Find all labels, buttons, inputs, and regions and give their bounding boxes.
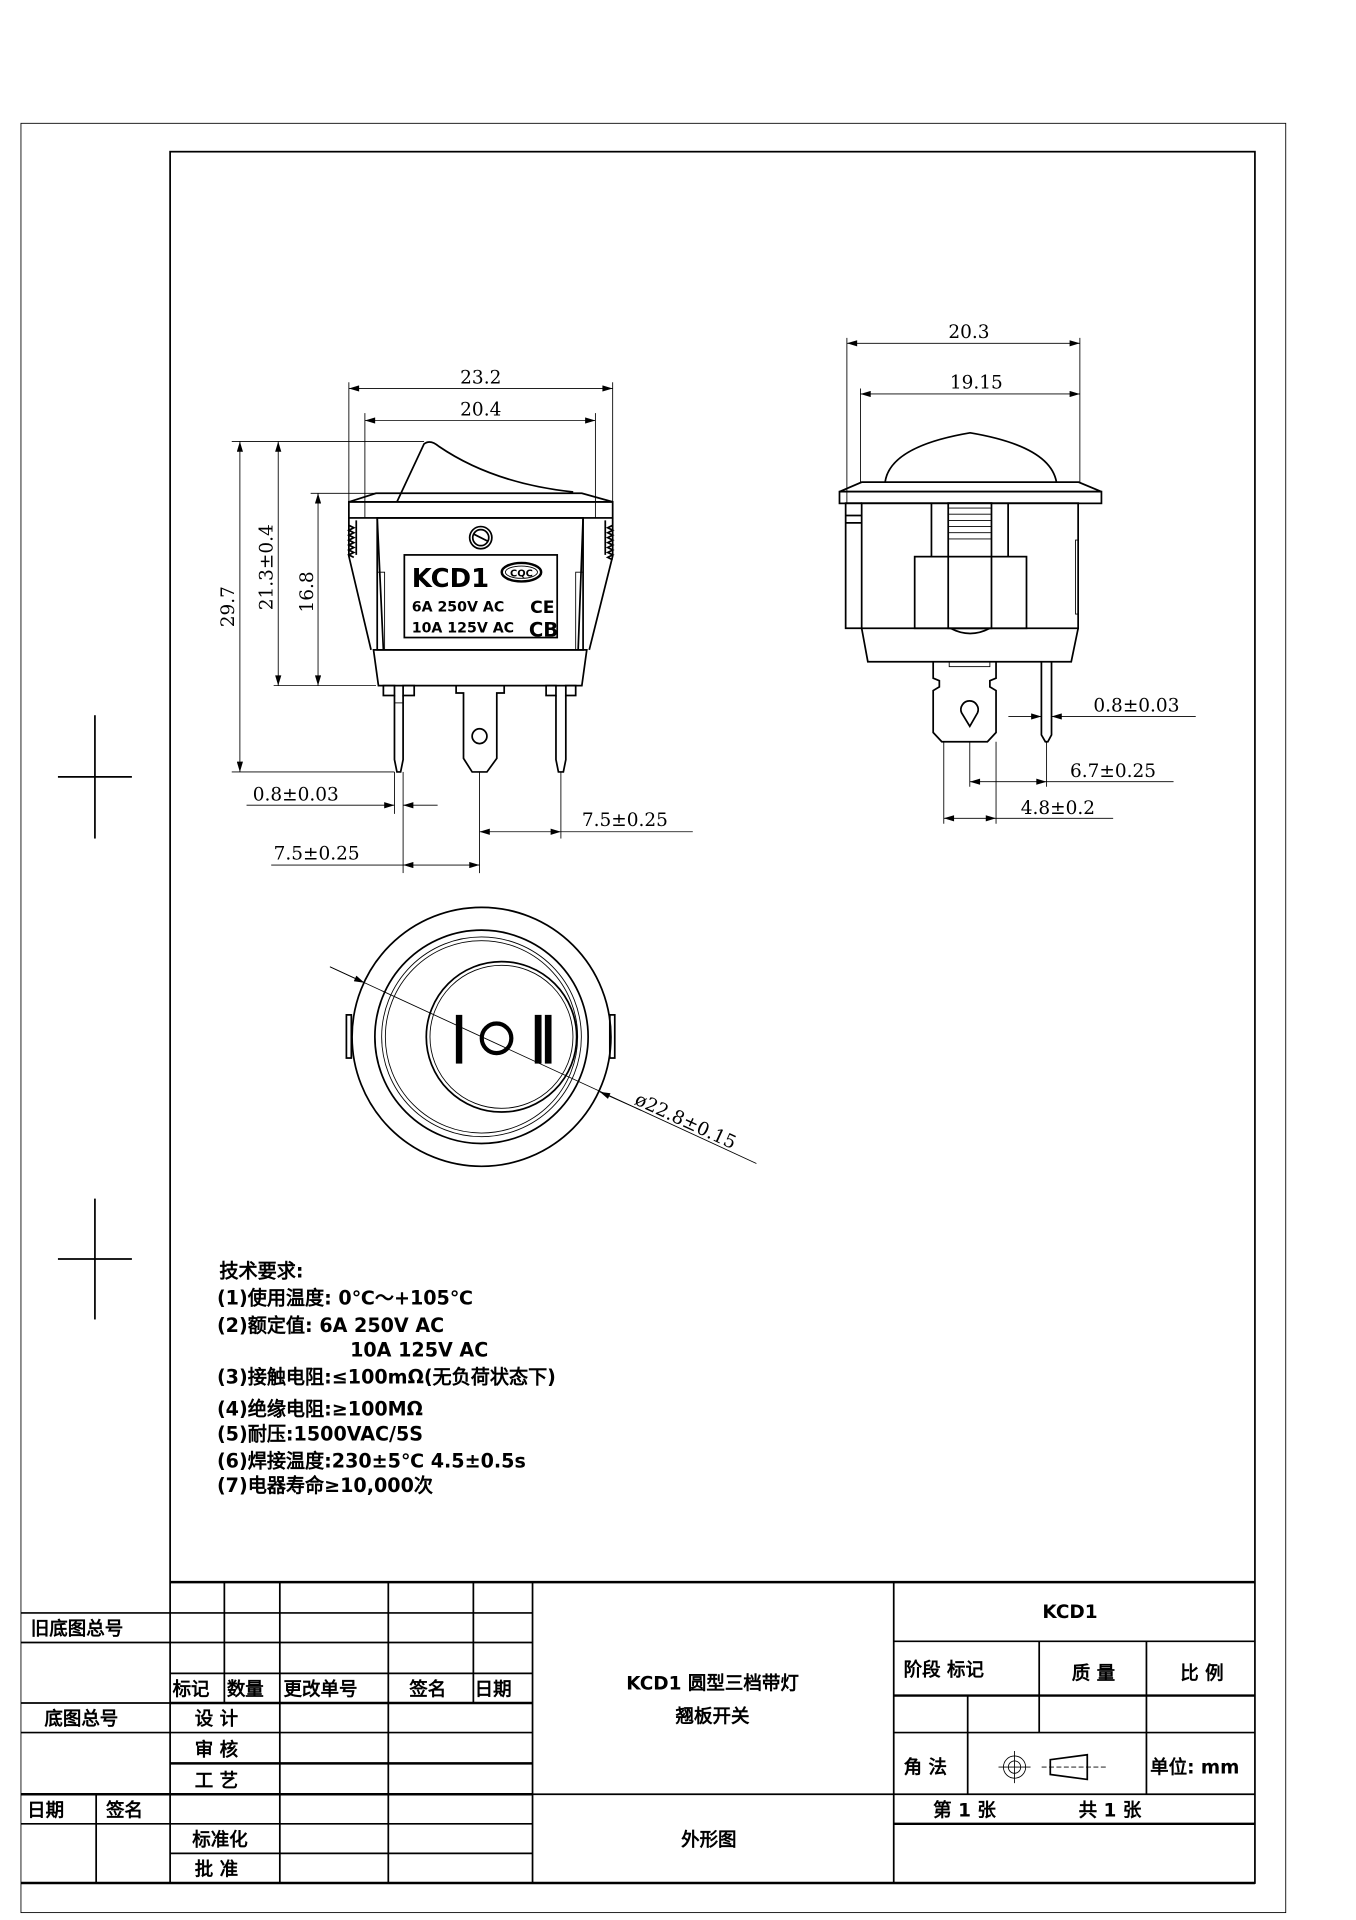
dim-pin-spacing: 6.7±0.25 — [1070, 761, 1156, 782]
tech-req-title: 技术要求: — [219, 1260, 303, 1283]
dim-side-pin-thickness: 0.8±0.03 — [1093, 696, 1179, 717]
bezel-ring — [381, 936, 582, 1138]
dim-body-height: 21.3±0.4 — [256, 524, 277, 610]
role-process: 工 艺 — [195, 1770, 238, 1792]
tech-req-line: (2)额定值: 6A 250V AC — [217, 1314, 444, 1337]
technical-requirements: 技术要求: (1)使用温度: 0℃～+105℃ (2)额定值: 6A 250V … — [217, 1260, 556, 1498]
tech-req-line: (1)使用温度: 0℃～+105℃ — [217, 1287, 473, 1310]
drawing-type: 外形图 — [681, 1829, 736, 1851]
diameter-arrow-right — [599, 1091, 642, 1111]
label-rating-1: 6A 250V AC — [412, 600, 505, 616]
registration-cross-top — [57, 715, 132, 839]
sheet-total: 共 1 张 — [1079, 1800, 1142, 1821]
inner-frame — [169, 150, 1256, 1884]
dome-actuator — [884, 431, 1058, 483]
registration-cross-bottom — [57, 1198, 132, 1320]
sheet-number: 第 1 张 — [933, 1799, 996, 1821]
dim-overall-height: 29.7 — [218, 586, 239, 627]
tech-req-line: (5)耐压:1500VAC/5S — [217, 1422, 423, 1445]
base — [372, 649, 588, 687]
dim-flange-width: 20.3 — [948, 322, 989, 343]
role-design: 设 计 — [195, 1708, 239, 1730]
base-no-label: 底图总号 — [44, 1708, 118, 1730]
tech-req-line: (4)绝缘电阻:≥100MΩ — [217, 1398, 423, 1421]
rocker-actuator — [396, 441, 574, 503]
housing-steps — [377, 571, 584, 650]
rocker-top — [425, 960, 578, 1113]
role-review: 审 核 — [195, 1739, 239, 1761]
first-angle-projection-icon — [998, 1751, 1107, 1784]
dim-pin-thickness: 0.8±0.03 — [253, 784, 339, 805]
flange — [347, 492, 614, 519]
rev-header-date: 日期 — [475, 1680, 512, 1701]
top-view: ø22.8±0.15 — [329, 906, 757, 1168]
outer-border — [20, 122, 1287, 1914]
role-standardization: 标准化 — [191, 1829, 248, 1851]
terminals — [382, 684, 577, 773]
diameter-line — [329, 966, 757, 1164]
rev-header-mark: 标记 — [172, 1679, 210, 1701]
diameter-arrow-left — [330, 966, 365, 984]
front-view: KCD1 6A 250V AC 10A 125V AC CQC CE CB — [218, 368, 693, 874]
unit-label: 单位: mm — [1150, 1756, 1239, 1778]
old-base-no-label: 旧底图总号 — [31, 1618, 123, 1640]
dim-flange-to-base: 16.8 — [297, 571, 318, 612]
signature-label: 签名 — [105, 1799, 143, 1821]
dimension-lines — [231, 382, 693, 874]
rev-header-change-no: 更改单号 — [284, 1679, 358, 1701]
side-view: 20.3 19.15 0.8±0.03 6.7±0.25 4.8±0.2 — [838, 322, 1196, 824]
side-dimension-lines — [846, 337, 1196, 824]
part-number: KCD1 — [1042, 1602, 1097, 1623]
role-approval: 批 准 — [195, 1859, 238, 1881]
side-housing — [844, 502, 1080, 663]
label-model: KCD1 — [412, 564, 489, 594]
label-rating-2: 10A 125V AC — [412, 621, 514, 637]
dim-side-body-width: 19.15 — [950, 372, 1003, 393]
bezel-ring-2 — [384, 940, 579, 1134]
dim-overall-width: 23.2 — [460, 368, 501, 389]
side-terminals — [932, 661, 1053, 743]
projection-label: 角 法 — [904, 1756, 947, 1778]
side-tab-right — [608, 1014, 616, 1059]
cqc-mark-icon: CQC — [500, 561, 543, 583]
rating-label-panel — [403, 554, 559, 639]
scale-label: 比 例 — [1180, 1663, 1223, 1685]
position-symbol-icon — [455, 1014, 552, 1064]
dim-pin-pitch-right: 7.5±0.25 — [582, 810, 668, 831]
bezel-inner — [374, 929, 589, 1145]
dim-diameter: ø22.8±0.15 — [632, 1089, 740, 1154]
side-tab-left — [345, 1014, 353, 1059]
date-label: 日期 — [27, 1800, 64, 1821]
cb-mark: CB — [529, 618, 559, 641]
ce-mark: CE — [530, 598, 554, 618]
rev-header-qty: 数量 — [227, 1679, 264, 1701]
dim-blade-width: 4.8±0.2 — [1021, 798, 1095, 819]
drawing-title-line-2: 翘板开关 — [675, 1706, 750, 1728]
screw-icon — [468, 525, 493, 550]
rocker-top-inner — [429, 964, 574, 1109]
rev-header-signature: 签名 — [408, 1679, 446, 1701]
mass-label: 质 量 — [1072, 1664, 1115, 1685]
tech-req-line: 10A 125V AC — [350, 1338, 488, 1361]
side-clips — [346, 517, 615, 651]
stage-mark-label: 阶段 标记 — [904, 1659, 985, 1681]
tech-req-line: (7)电器寿命≥10,000次 — [217, 1474, 433, 1497]
dim-pin-pitch-left: 7.5±0.25 — [274, 843, 360, 864]
tech-req-line: (6)焊接温度:230±5℃ 4.5±0.5s — [217, 1449, 526, 1472]
title-block-grid — [20, 1580, 1255, 1885]
title-block: 旧底图总号 底图总号 日期 签名 标记 数量 更改单号 签名 日期 设 计 审 … — [20, 1580, 1255, 1885]
drawing-title-line-1: KCD1 圆型三档带灯 — [626, 1672, 799, 1694]
svg-text:CQC: CQC — [510, 568, 533, 579]
side-flange — [838, 481, 1103, 505]
tech-req-line: (3)接触电阻:≤100mΩ(无负荷状态下) — [217, 1366, 556, 1389]
dim-body-width: 20.4 — [460, 400, 501, 421]
